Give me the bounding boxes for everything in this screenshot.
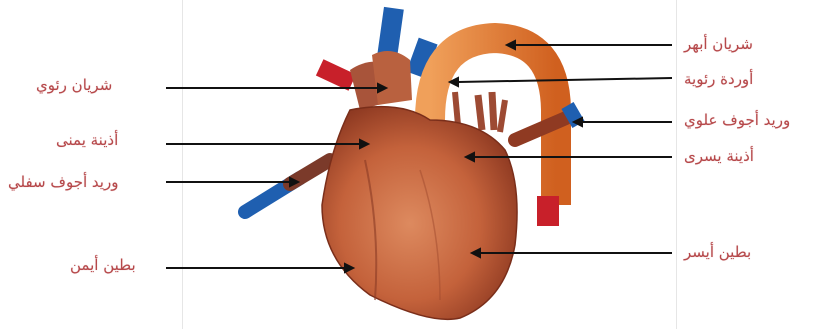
label-right-ventricle: بطين أيمن	[70, 256, 136, 274]
label-pulmonary-artery: شريان رئوي	[36, 76, 112, 94]
label-aorta: شريان أبهر	[684, 35, 753, 53]
label-left-ventricle: بطين أيسر	[684, 243, 751, 261]
label-superior-vena-cava: وريد أجوف علوي	[684, 111, 790, 129]
heart-body	[322, 107, 517, 320]
label-left-atrium: أذينة يسرى	[684, 147, 754, 165]
label-inferior-vena-cava: وريد أجوف سفلي	[8, 173, 118, 191]
inferior-vena-cava-vessel	[245, 160, 330, 212]
label-right-atrium: أذينة يمنى	[56, 131, 118, 149]
label-pulmonary-veins: أوردة رئوية	[684, 70, 753, 88]
